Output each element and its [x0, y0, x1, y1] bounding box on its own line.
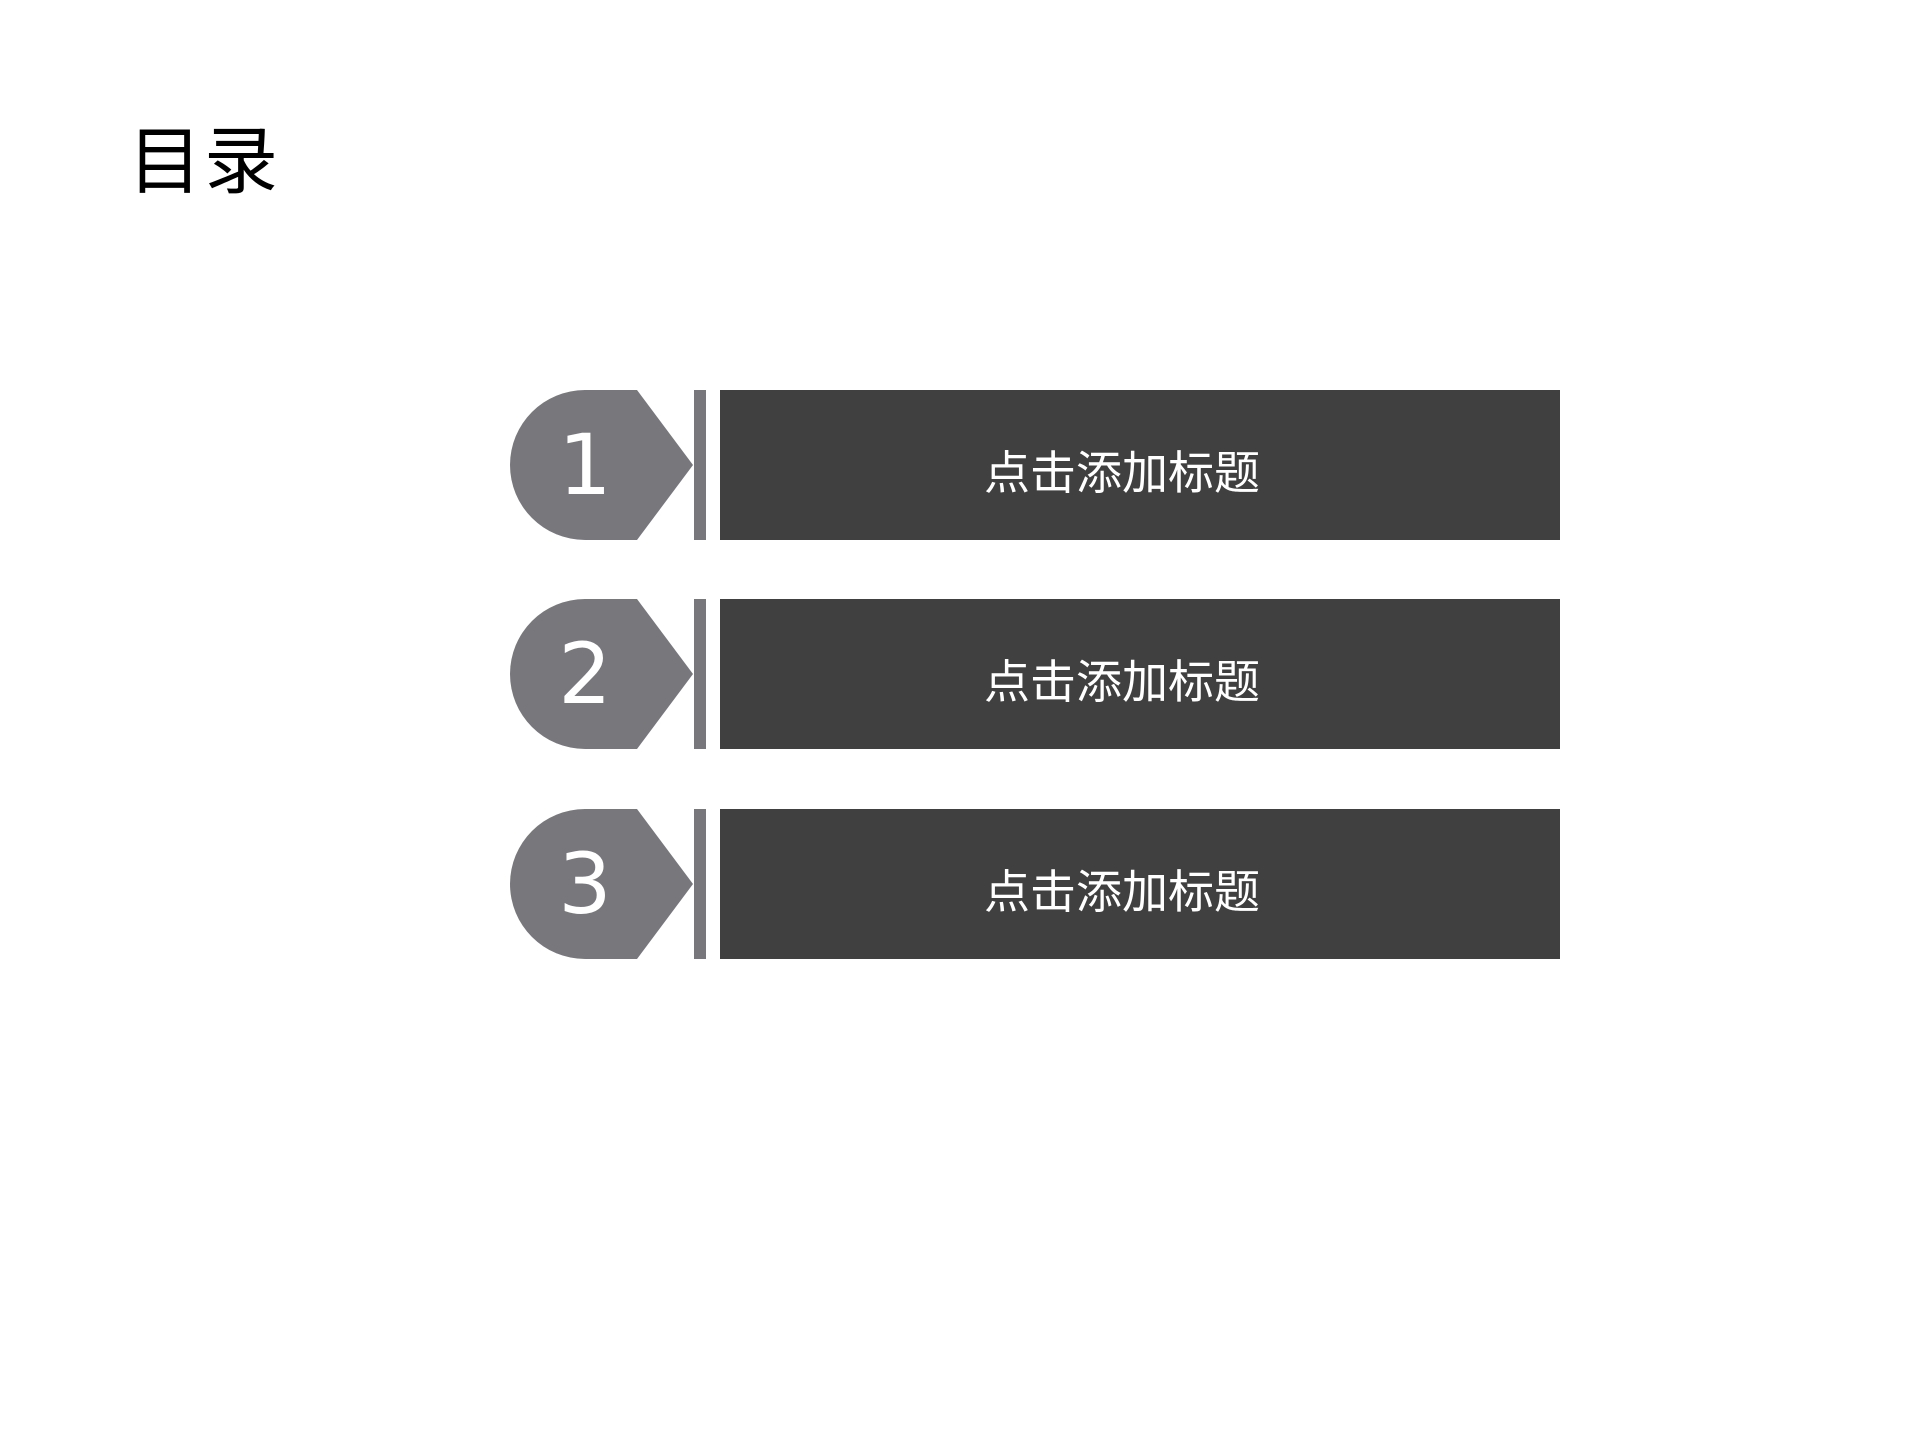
toc-number: 3: [558, 835, 612, 933]
separator-bar: [694, 809, 706, 959]
separator-bar: [694, 390, 706, 540]
toc-title-box[interactable]: 点击添加标题: [720, 809, 1560, 959]
toc-title-box[interactable]: 点击添加标题: [720, 599, 1560, 749]
toc-title[interactable]: 点击添加标题: [984, 446, 1260, 500]
toc-title-box[interactable]: 点击添加标题: [720, 390, 1560, 540]
toc-title[interactable]: 点击添加标题: [984, 655, 1260, 709]
toc-number: 1: [558, 416, 612, 514]
toc-item-1[interactable]: 1 点击添加标题: [0, 390, 1920, 540]
toc-number: 2: [558, 625, 612, 723]
arrow-badge-icon: [510, 390, 694, 540]
toc-title[interactable]: 点击添加标题: [984, 865, 1260, 919]
arrow-badge-icon: [510, 599, 694, 749]
toc-item-2[interactable]: 2 点击添加标题: [0, 599, 1920, 749]
page-title: 目录: [128, 119, 280, 205]
arrow-badge-icon: [510, 809, 694, 959]
toc-item-3[interactable]: 3 点击添加标题: [0, 809, 1920, 959]
separator-bar: [694, 599, 706, 749]
